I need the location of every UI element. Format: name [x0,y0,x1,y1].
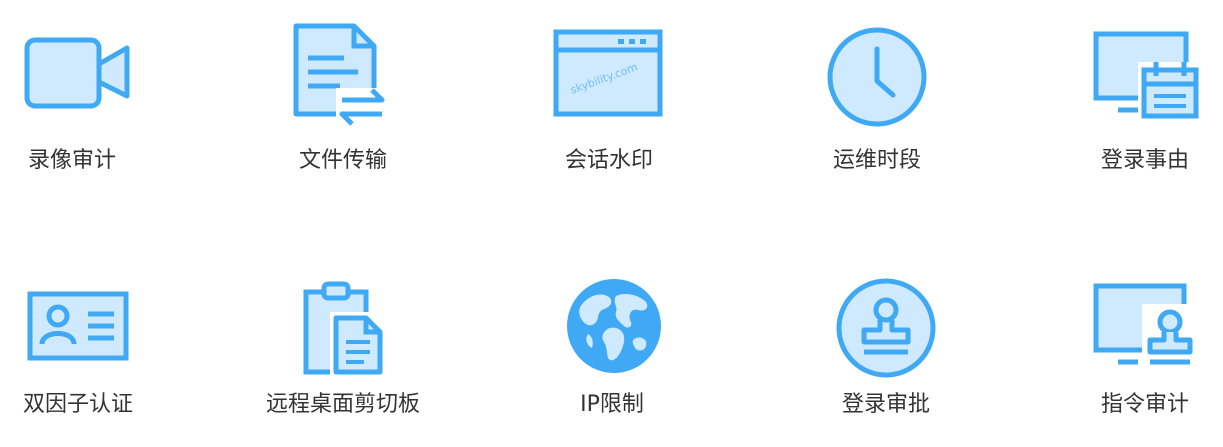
globe-icon [564,276,664,380]
feature-label-video-audit: 录像审计 [27,148,117,173]
feature-label-maintenance-time: 运维时段 [832,148,922,173]
id-card-icon [26,290,130,366]
feature-label-login-approval: 登录审批 [841,392,931,417]
clipboard-icon [300,280,390,380]
feature-label-rdp-clipboard: 远程桌面剪切板 [265,392,421,417]
watermark-window-icon: skybility.com [552,28,664,122]
clock-icon [825,25,929,133]
monitor-calendar-icon [1092,30,1202,124]
monitor-stamp-icon [1092,282,1202,376]
feature-label-session-watermark: 会话水印 [564,148,654,173]
feature-label-file-transfer: 文件传输 [298,148,388,173]
feature-label-command-audit: 指令审计 [1100,392,1190,417]
feature-label-login-reason: 登录事由 [1100,148,1190,173]
video-camera-icon [24,36,132,114]
stamp-icon [834,276,938,384]
feature-label-two-factor-auth: 双因子认证 [22,392,134,417]
file-transfer-icon [292,22,392,132]
feature-label-ip-restriction: IP限制 [580,392,644,417]
